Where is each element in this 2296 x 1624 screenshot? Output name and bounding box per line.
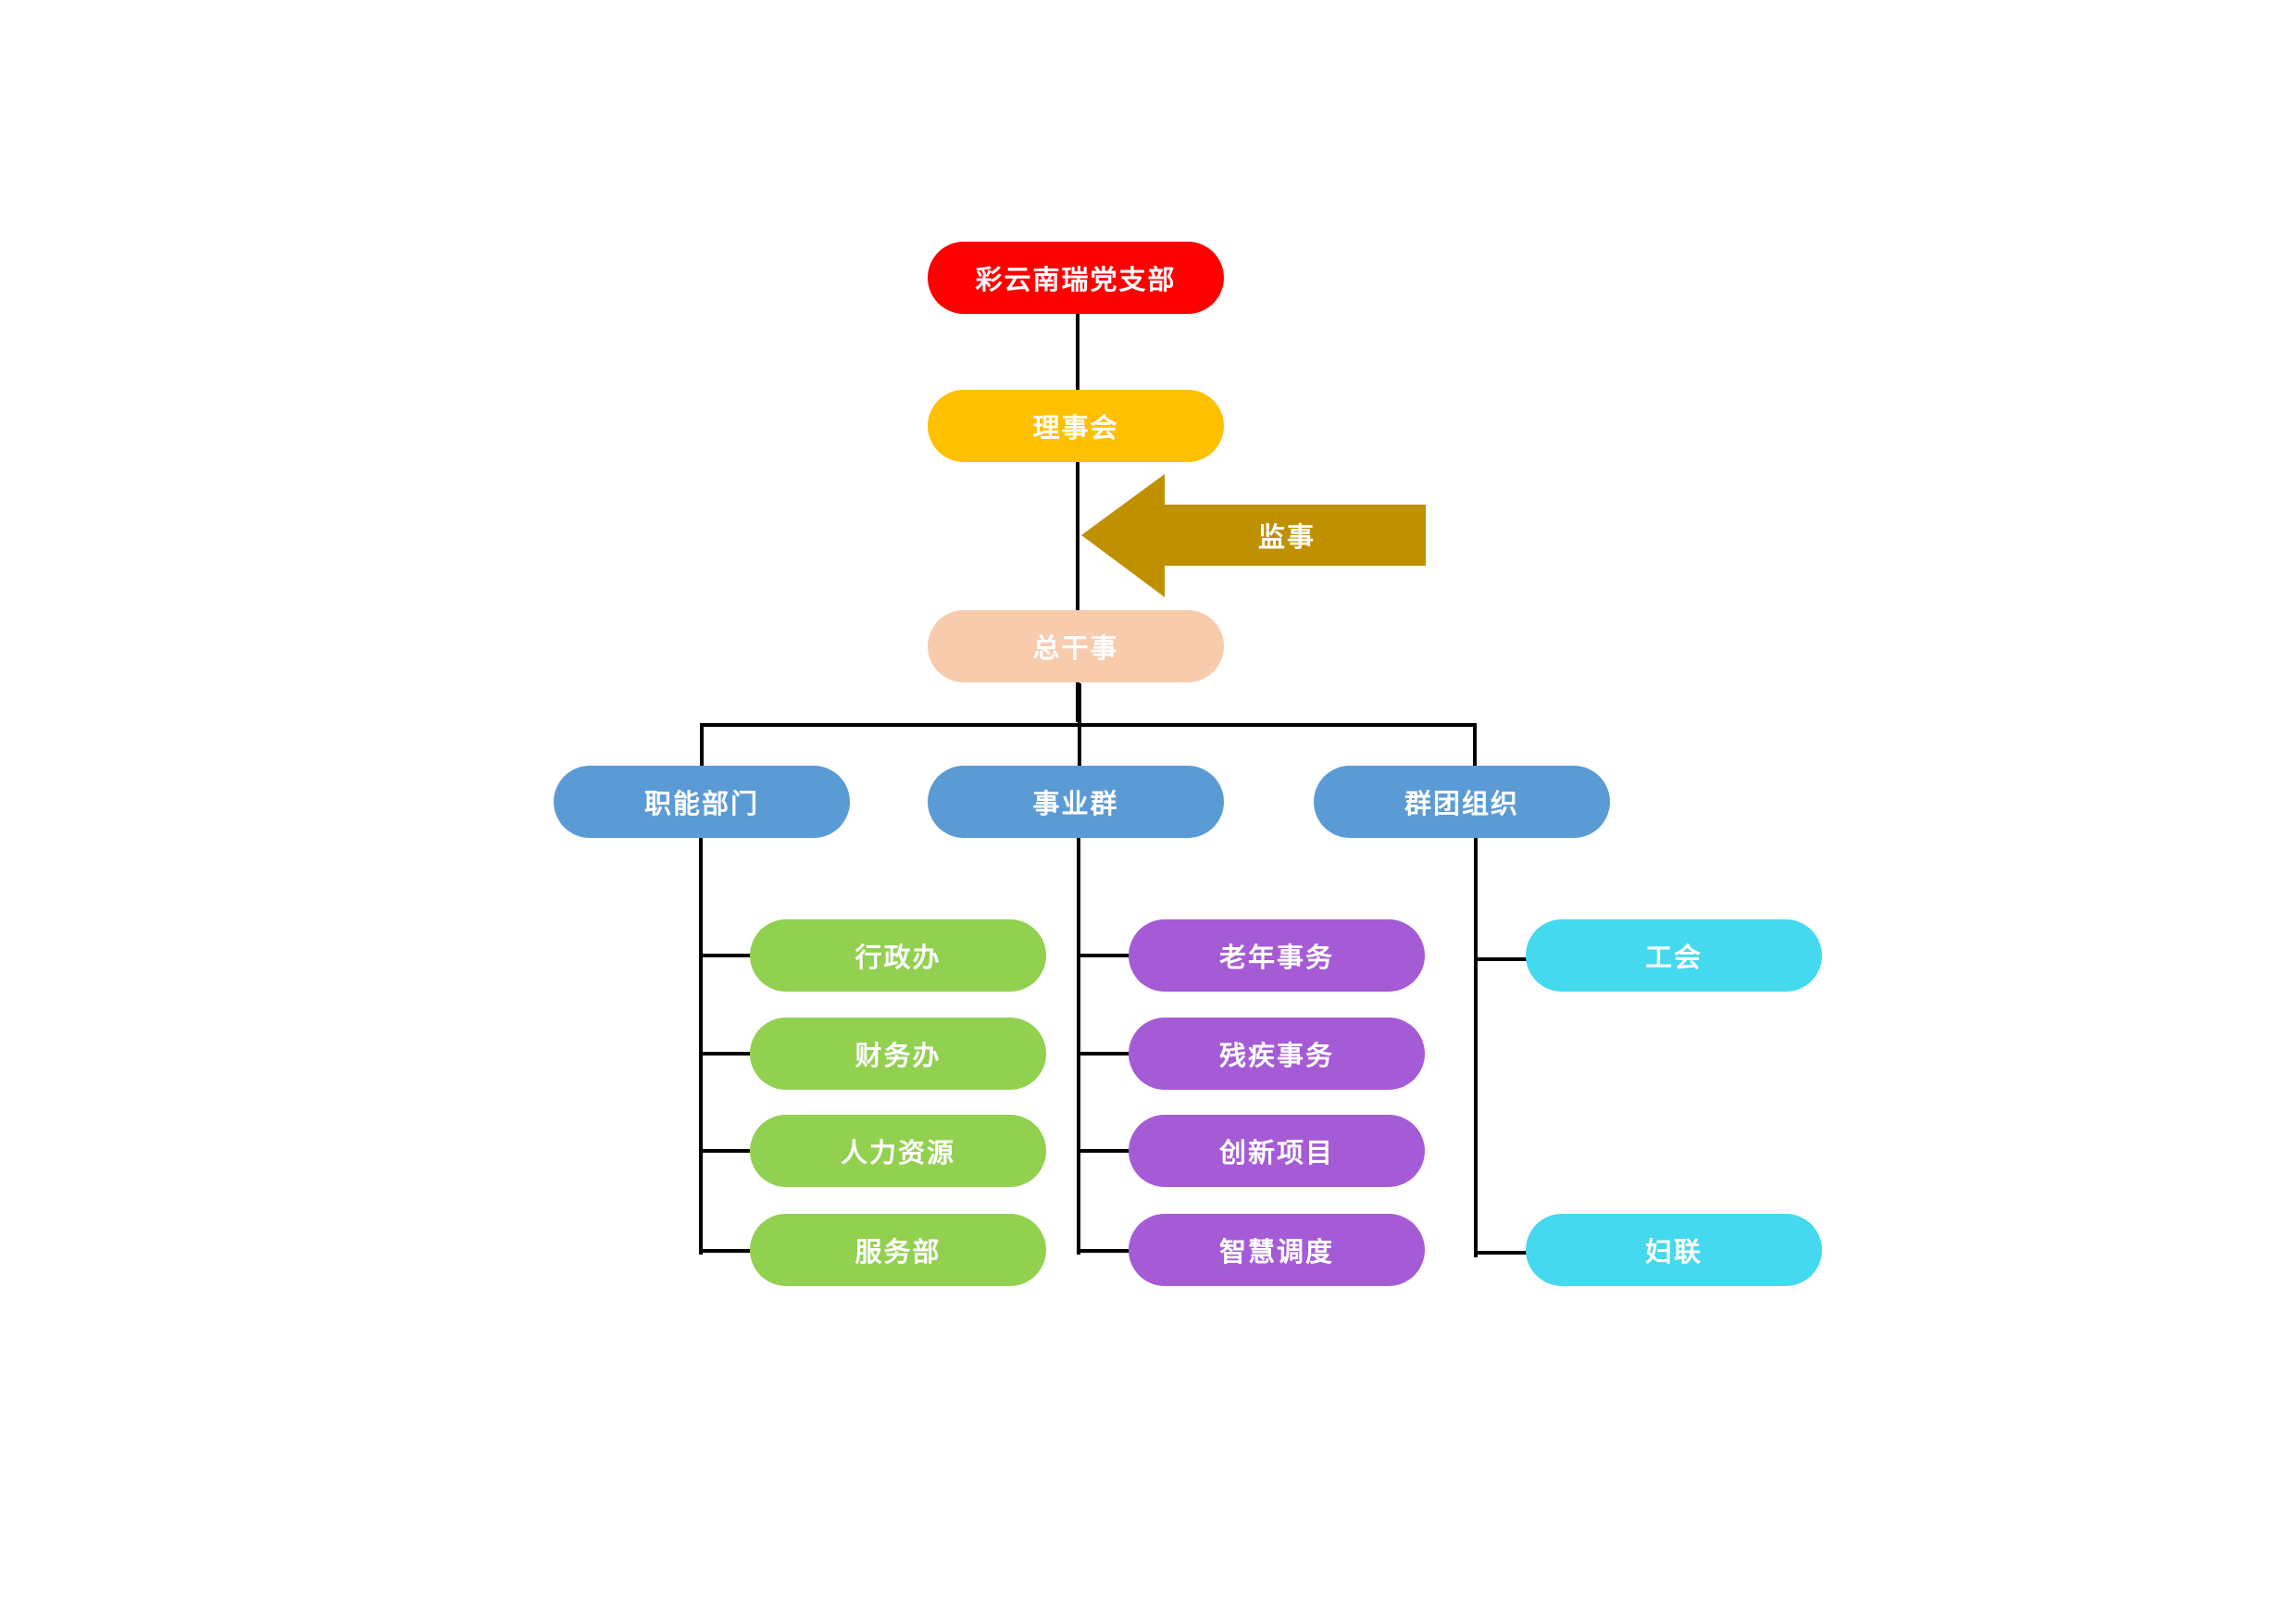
root-node[interactable]: 彩云南瑞党支部	[928, 242, 1224, 314]
board-node[interactable]: 理事会	[928, 390, 1224, 462]
functional-child-node[interactable]: 服务部	[750, 1214, 1046, 1286]
business-child-node[interactable]: 残疾事务	[1129, 1018, 1425, 1090]
branch-group-org-label: 群团组织	[1404, 788, 1519, 819]
business-child-node[interactable]: 智慧调度	[1129, 1214, 1425, 1286]
branch-business-label: 事业群	[1032, 788, 1119, 819]
group-org-child-node[interactable]: 工会	[1526, 919, 1822, 992]
board-node-label: 理事会	[1032, 412, 1119, 443]
business-child-label: 残疾事务	[1218, 1040, 1334, 1071]
business-child-node[interactable]: 创新项目	[1129, 1115, 1425, 1187]
business-child-label: 创新项目	[1218, 1137, 1334, 1168]
root-node-label: 彩云南瑞党支部	[975, 264, 1177, 295]
group-org-child-label: 工会	[1644, 942, 1703, 973]
functional-child-label: 行政办	[855, 942, 942, 973]
branch-functional-label: 职能部门	[643, 788, 759, 819]
branch-group-org-node[interactable]: 群团组织	[1314, 766, 1610, 838]
functional-child-label: 财务办	[855, 1040, 942, 1071]
business-child-label: 智慧调度	[1218, 1236, 1334, 1268]
functional-child-node[interactable]: 人力资源	[750, 1115, 1046, 1187]
branch-functional-node[interactable]: 职能部门	[554, 766, 850, 838]
business-child-node[interactable]: 老年事务	[1129, 919, 1425, 992]
supervisor-arrow-shape	[1081, 474, 1426, 597]
group-org-child-label: 妇联	[1644, 1236, 1703, 1268]
functional-child-label: 服务部	[855, 1236, 942, 1268]
group-org-child-node[interactable]: 妇联	[1526, 1214, 1822, 1286]
secretary-node[interactable]: 总干事	[928, 610, 1224, 682]
supervisor-label: 监事	[1257, 521, 1316, 553]
functional-child-node[interactable]: 财务办	[750, 1018, 1046, 1090]
functional-child-node[interactable]: 行政办	[750, 919, 1046, 992]
functional-child-label: 人力资源	[840, 1137, 955, 1168]
secretary-node-label: 总干事	[1032, 632, 1119, 664]
branch-business-node[interactable]: 事业群	[928, 766, 1224, 838]
business-child-label: 老年事务	[1218, 942, 1334, 973]
